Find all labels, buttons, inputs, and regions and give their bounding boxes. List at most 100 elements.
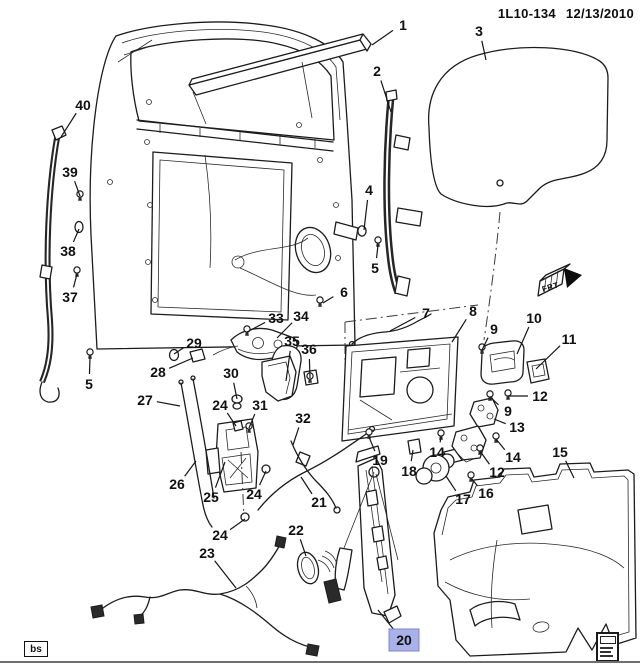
callout-29[interactable]: 29	[186, 335, 202, 351]
callout-24[interactable]: 24	[212, 527, 228, 543]
callout-24[interactable]: 24	[246, 486, 262, 502]
door-hinge-lower-part	[451, 425, 487, 463]
callout-leader-24	[226, 412, 237, 427]
callout-leader-5	[375, 244, 379, 259]
callout-leader-3	[481, 40, 487, 61]
callout-15[interactable]: 15	[552, 444, 568, 460]
door-hinge-upper-part	[469, 397, 499, 428]
callout-11[interactable]: 11	[562, 331, 577, 347]
stamp-line	[600, 655, 613, 657]
callout-9[interactable]: 9	[490, 321, 498, 337]
document-date: 12/13/2010	[565, 6, 634, 21]
callout-leader-11	[535, 345, 561, 370]
fasteners	[73, 190, 512, 522]
callout-7[interactable]: 7	[422, 305, 430, 321]
callout-24[interactable]: 24	[212, 397, 228, 413]
callout-leader-36	[308, 358, 311, 379]
callout-3[interactable]: 3	[475, 23, 483, 39]
callout-16[interactable]: 16	[478, 485, 494, 501]
callout-2[interactable]: 2	[373, 63, 381, 79]
callout-26[interactable]: 26	[169, 476, 185, 492]
lock-rods-part	[178, 375, 215, 528]
callout-leader-9	[489, 396, 499, 406]
callout-leader-12	[479, 450, 490, 465]
callout-28[interactable]: 28	[150, 364, 166, 380]
callout-leader-14	[439, 436, 442, 443]
callout-leader-17	[445, 475, 457, 492]
stamp-bar	[600, 636, 616, 644]
frt-direction-indicator: FRT	[537, 263, 582, 297]
callout-8[interactable]: 8	[469, 303, 477, 319]
callout-23[interactable]: 23	[199, 545, 215, 561]
callout-14[interactable]: 14	[505, 449, 521, 465]
callout-leader-37	[72, 273, 78, 288]
callout-leader-33	[246, 321, 266, 333]
callout-leader-13	[493, 418, 506, 425]
callout-leader-35	[285, 350, 291, 382]
handle-cable-part	[290, 440, 341, 514]
callout-19[interactable]: 19	[372, 452, 388, 468]
lock-cable-part	[257, 425, 376, 511]
callout-40[interactable]: 40	[75, 97, 91, 113]
callout-30[interactable]: 30	[223, 365, 239, 381]
callout-5[interactable]: 5	[85, 376, 93, 392]
callout-leader-30	[233, 382, 238, 400]
callout-leader-23	[214, 560, 237, 589]
callout-leader-40	[60, 112, 77, 138]
stamp-line	[600, 647, 613, 649]
door-module-carrier-part	[341, 336, 459, 442]
document-number: 1L10-134	[497, 6, 556, 21]
callout-18[interactable]: 18	[401, 463, 417, 479]
drawing-header: 1L10-134 12/13/2010	[488, 6, 634, 21]
callout-27[interactable]: 27	[137, 392, 153, 408]
door-glass-part	[427, 46, 609, 341]
callout-9[interactable]: 9	[504, 403, 512, 419]
callout-5[interactable]: 5	[371, 260, 379, 276]
callout-leader-18	[410, 449, 414, 462]
water-deflector-part	[433, 462, 637, 657]
glass-bracket-part	[333, 221, 367, 241]
callout-leader-9	[481, 337, 489, 351]
callout-leader-22	[299, 539, 307, 557]
callout-38[interactable]: 38	[60, 243, 76, 259]
callout-14[interactable]: 14	[429, 444, 445, 460]
callout-6[interactable]: 6	[340, 284, 348, 300]
callout-leader-14	[495, 438, 506, 451]
callout-36[interactable]: 36	[301, 341, 317, 357]
callout-25[interactable]: 25	[203, 489, 219, 505]
callout-34[interactable]: 34	[293, 308, 309, 324]
callout-leader-16	[471, 478, 478, 487]
belt-weatherstrip-part	[188, 33, 372, 125]
handle-bezel-part	[526, 358, 550, 384]
door-harness-part	[90, 535, 320, 657]
callout-35[interactable]: 35	[284, 333, 300, 349]
callout-20[interactable]: 20	[396, 632, 412, 648]
callout-leader-6	[322, 296, 334, 304]
callout-12[interactable]: 12	[489, 464, 505, 480]
callout-21[interactable]: 21	[311, 494, 327, 510]
callout-32[interactable]: 32	[295, 410, 311, 426]
callout-37[interactable]: 37	[62, 289, 78, 305]
callout-leader-38	[72, 228, 80, 243]
callout-4[interactable]: 4	[365, 182, 373, 198]
window-regulator-part	[334, 445, 402, 624]
callout-1[interactable]: 1	[399, 17, 407, 33]
callout-leader-28	[168, 357, 194, 369]
callout-13[interactable]: 13	[509, 419, 525, 435]
callout-12[interactable]: 12	[532, 388, 548, 404]
callout-31[interactable]: 31	[252, 397, 268, 413]
callout-leader-29	[173, 347, 184, 355]
inside-door-handle-part	[480, 340, 525, 385]
callout-10[interactable]: 10	[526, 310, 542, 326]
callout-leader-34	[276, 322, 293, 339]
callout-leader-4	[363, 199, 369, 231]
callout-leader-24	[229, 518, 246, 531]
callout-highlight	[388, 628, 420, 652]
callout-22[interactable]: 22	[288, 522, 304, 538]
callout-33[interactable]: 33	[268, 310, 284, 326]
callout-39[interactable]: 39	[62, 164, 78, 180]
glass-run-channel-rear-part	[383, 89, 423, 297]
callout-17[interactable]: 17	[455, 491, 471, 507]
